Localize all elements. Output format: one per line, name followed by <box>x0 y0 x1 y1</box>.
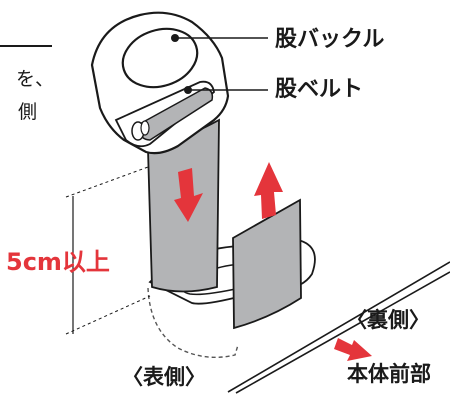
leader-lines <box>171 34 268 94</box>
crotch-belt-label: 股ベルト <box>275 77 364 102</box>
seat-surface-lines <box>227 261 450 394</box>
back-side-label: 〈裏側〉 <box>346 308 430 332</box>
under-seat-path <box>147 287 239 358</box>
dimension-label: 5cm以上 <box>6 248 110 276</box>
crotch-buckle-label: 股バックル <box>275 27 385 52</box>
dimension-marker <box>65 166 151 335</box>
crotch-buckle <box>90 11 230 155</box>
down-arrow <box>174 168 203 222</box>
cropped-text-1: を、 <box>16 68 55 90</box>
cropped-text-2: 側 <box>18 101 38 123</box>
front-direction-arrow <box>334 338 372 361</box>
up-arrow <box>254 162 283 219</box>
body-front-label: 本体前部 <box>347 362 431 386</box>
back-strap-piece <box>232 198 302 330</box>
buckle-button <box>121 27 199 89</box>
front-side-label: 〈表側〉 <box>122 365 206 389</box>
